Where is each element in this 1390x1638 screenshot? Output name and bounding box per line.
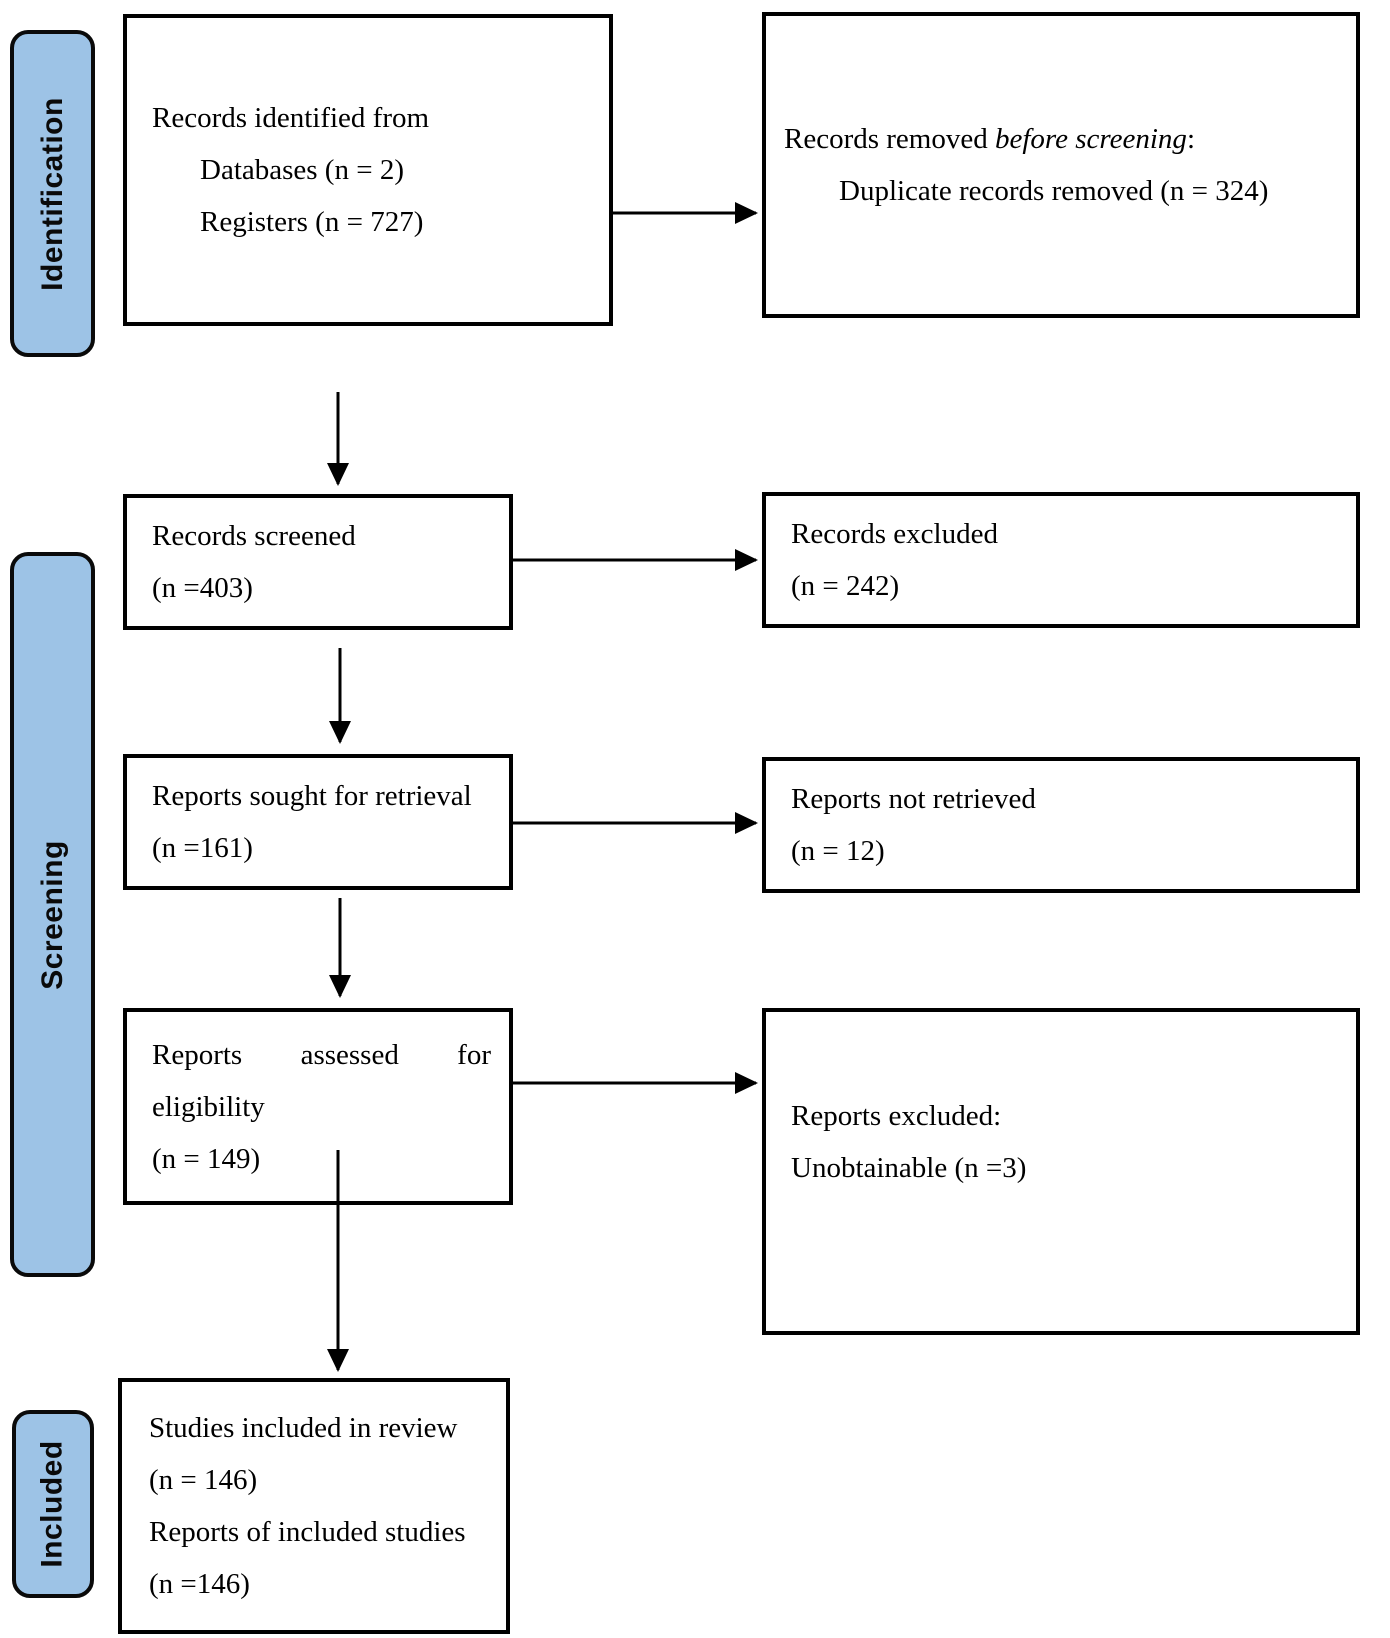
box-records-screened: Records screened (n =403) [123,494,513,630]
records-screened-count: (n =403) [152,572,253,604]
reports-sought-count: (n =161) [152,832,253,864]
reports-excluded-unobtainable: Unobtainable (n =3) [791,1152,1027,1184]
reports-sought-title: Reports sought for retrieval [152,780,472,812]
box-records-removed: Records removed before screening: Duplic… [762,12,1360,318]
reports-assessed-title: Reports assessed for eligibility [152,1038,491,1123]
stage-identification-label: Identification [35,96,69,291]
reports-included-count: (n =146) [149,1568,250,1600]
records-removed-title: Records removed before screening: [784,123,1195,155]
before-screening-italic: before screening [995,123,1187,155]
box-records-identified: Records identified from Databases (n = 2… [123,14,613,326]
records-excluded-title: Records excluded [791,518,998,550]
studies-included-title: Studies included in review [149,1412,458,1444]
records-excluded-count: (n = 242) [791,570,900,602]
box-reports-excluded: Reports excluded: Unobtainable (n =3) [762,1008,1360,1335]
box-records-excluded: Records excluded (n = 242) [762,492,1360,628]
box-reports-assessed: Reports assessed for eligibility (n = 14… [123,1008,513,1205]
reports-not-retrieved-title: Reports not retrieved [791,783,1036,815]
records-removed-duplicates: Duplicate records removed (n = 324) [839,175,1269,207]
stage-included: Included [12,1410,94,1598]
box-studies-included: Studies included in review (n = 146) Rep… [118,1378,510,1634]
box-reports-not-retrieved: Reports not retrieved (n = 12) [762,757,1360,893]
stage-screening-label: Screening [35,839,69,990]
reports-included-title: Reports of included studies [149,1516,466,1548]
records-identified-databases: Databases (n = 2) [200,154,404,186]
reports-not-retrieved-count: (n = 12) [791,835,885,867]
records-screened-title: Records screened [152,520,356,552]
records-identified-title: Records identified from [152,102,430,134]
reports-assessed-count: (n = 149) [152,1142,261,1175]
reports-excluded-title: Reports excluded: [791,1100,1002,1132]
box-reports-sought: Reports sought for retrieval (n =161) [123,754,513,890]
stage-included-label: Included [36,1440,69,1568]
studies-included-count: (n = 146) [149,1464,258,1496]
stage-identification: Identification [10,30,95,357]
records-identified-registers: Registers (n = 727) [200,206,424,238]
stage-screening: Screening [10,552,95,1277]
